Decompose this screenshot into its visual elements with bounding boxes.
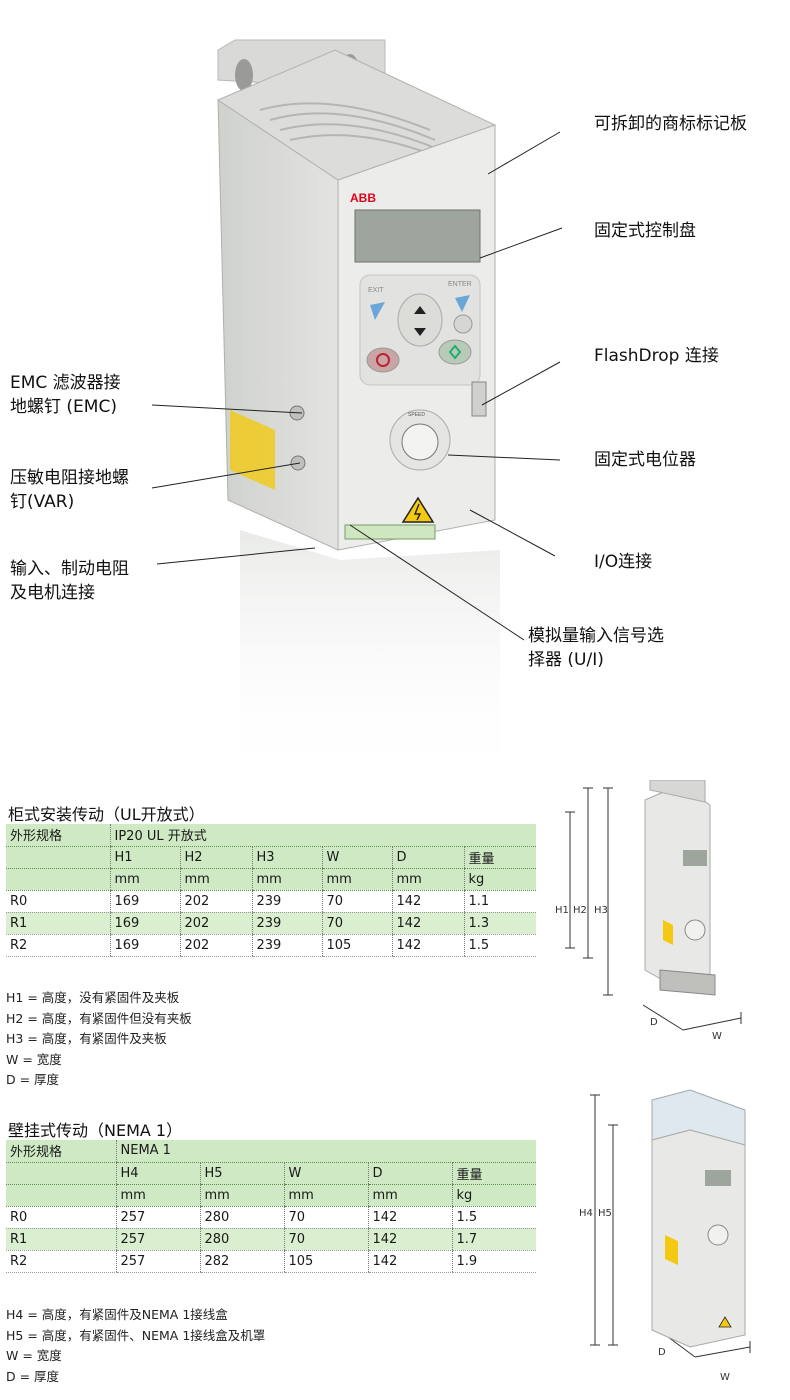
dim-label-d: D [650,1017,658,1028]
svg-text:ENTER: ENTER [448,281,472,288]
svg-text:SPEED: SPEED [408,412,425,418]
dim-label-w: W [712,1031,722,1042]
dim-label-h4: H4 [579,1208,593,1219]
table1-group-header: IP20 UL 开放式 [109,824,536,847]
callout-io: I/O连接 [594,552,653,572]
table1-title: 柜式安装传动（UL开放式） [8,805,205,824]
table2-group-header: NEMA 1 [115,1140,536,1163]
drive-illustration: ABB EXIT ENTER SPEED [216,39,500,790]
table2-title: 壁挂式传动（NEMA 1） [8,1121,183,1140]
callout-flashdrop: FlashDrop 连接 [594,346,719,366]
callout-input: 输入、制动电阻 及电机连接 [10,559,129,603]
svg-text:EXIT: EXIT [368,287,384,294]
abb-logo: ABB [350,191,376,205]
callout-analog-selector: 模拟量输入信号选 择器 (U/I) [528,626,664,670]
dim-label-w2: W [720,1372,730,1383]
table2-frame-header: 外形规格 [6,1140,116,1163]
dim-label-h2: H2 [573,905,587,916]
dimension-drawing-1 [565,780,742,1031]
callout-control-panel: 固定式控制盘 [594,221,696,241]
dim-label-h3: H3 [594,905,608,916]
callout-trademark-plate: 可拆卸的商标标记板 [594,114,747,134]
dimension-drawing-2 [590,1089,751,1358]
warning-icon [401,496,435,523]
dim-label-h5: H5 [598,1208,612,1219]
table2-notes: H4 = 高度，有紧固件及NEMA 1接线盒 H5 = 高度，有紧固件、NEMA… [6,1307,266,1384]
callout-emc: EMC 滤波器接 地螺钉 (EMC) [10,373,121,417]
callout-potentiometer: 固定式电位器 [594,450,696,470]
dim-label-d2: D [658,1347,666,1358]
table1-notes: H1 = 高度，没有紧固件及夹板 H2 = 高度，有紧固件但没有夹板 H3 = … [6,990,192,1087]
callout-var: 压敏电阻接地螺 钉(VAR) [10,468,129,512]
table1-frame-header: 外形规格 [6,824,110,847]
dim-label-h1: H1 [555,905,569,916]
